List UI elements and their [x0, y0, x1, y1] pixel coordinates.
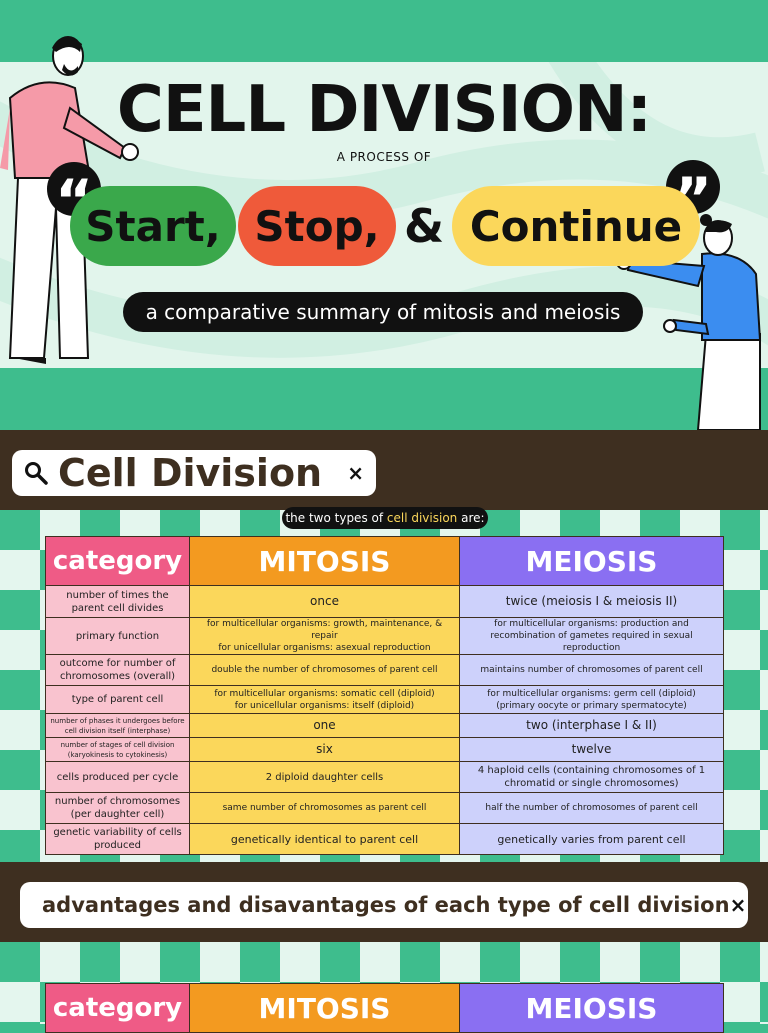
advantages-table: category MITOSIS MEIOSIS — [45, 983, 724, 1033]
cell-mitosis: for multicellular organisms: somatic cel… — [189, 685, 460, 714]
ampersand: & — [403, 199, 445, 253]
cell-category: genetic variability of cells produced — [45, 823, 190, 855]
table-row: cells produced per cycle 2 diploid daugh… — [45, 761, 724, 793]
header-category: category — [45, 536, 190, 586]
table-row: number of times the parent cell divides … — [45, 585, 724, 618]
page-title: CELL DIVISION: — [116, 73, 652, 147]
cell-mitosis: one — [189, 713, 460, 738]
start-pill: Start, — [70, 186, 236, 266]
header-category: category — [45, 983, 190, 1033]
table-row: primary function for multicellular organ… — [45, 617, 724, 655]
cell-meiosis: maintains number of chromosomes of paren… — [459, 654, 724, 686]
cell-meiosis: two (interphase I & II) — [459, 713, 724, 738]
cell-meiosis: genetically varies from parent cell — [459, 823, 724, 855]
cell-category: number of chromosomes (per daughter cell… — [45, 792, 190, 824]
cell-meiosis: twelve — [459, 737, 724, 762]
search-query: Cell Division — [58, 451, 323, 495]
table-row: outcome for number of chromosomes (overa… — [45, 654, 724, 686]
cell-category: primary function — [45, 617, 190, 655]
cell-mitosis: for multicellular organisms: growth, mai… — [189, 617, 460, 655]
table-row: type of parent cell for multicellular or… — [45, 685, 724, 714]
hero-bottom-band — [0, 368, 768, 430]
cell-category: number of times the parent cell divides — [45, 585, 190, 618]
cell-meiosis: half the number of chromosomes of parent… — [459, 792, 724, 824]
cell-category: number of stages of cell division (karyo… — [45, 737, 190, 762]
close-icon[interactable]: × — [347, 461, 364, 485]
table-row: number of stages of cell division (karyo… — [45, 737, 724, 762]
header-meiosis: MEIOSIS — [459, 536, 724, 586]
page-subtitle: A PROCESS OF — [336, 150, 432, 164]
cell-mitosis: once — [189, 585, 460, 618]
header-mitosis: MITOSIS — [189, 983, 460, 1033]
tagline: a comparative summary of mitosis and mei… — [123, 292, 643, 332]
top-band — [0, 0, 768, 62]
search-query: advantages and disavantages of each type… — [42, 893, 730, 917]
cell-mitosis: genetically identical to parent cell — [189, 823, 460, 855]
stop-pill: Stop, — [238, 186, 396, 266]
search-icon — [25, 462, 48, 485]
cell-category: outcome for number of chromosomes (overa… — [45, 654, 190, 686]
cell-meiosis: 4 haploid cells (containing chromosomes … — [459, 761, 724, 793]
continue-pill: Continue — [452, 186, 700, 266]
intro-text-before: the two types of — [285, 511, 387, 525]
cell-mitosis: double the number of chromosomes of pare… — [189, 654, 460, 686]
cell-category: type of parent cell — [45, 685, 190, 714]
woman-illustration — [616, 214, 762, 430]
table-row: genetic variability of cells produced ge… — [45, 823, 724, 855]
man-illustration — [0, 36, 139, 364]
search-bar-cell-division[interactable]: Cell Division × — [12, 450, 376, 496]
table-intro-label: the two types of cell division are: — [282, 507, 488, 529]
cell-category: number of phases it undergoes before cel… — [45, 713, 190, 738]
table-header-row: category MITOSIS MEIOSIS — [45, 983, 724, 1033]
cell-meiosis: for multicellular organisms: germ cell (… — [459, 685, 724, 714]
intro-highlight: cell division — [386, 511, 458, 525]
cell-mitosis: 2 diploid daughter cells — [189, 761, 460, 793]
header-meiosis: MEIOSIS — [459, 983, 724, 1033]
cell-mitosis: same number of chromosomes as parent cel… — [189, 792, 460, 824]
cell-meiosis: twice (meiosis I & meiosis II) — [459, 585, 724, 618]
comparison-table: category MITOSIS MEIOSIS number of times… — [45, 536, 724, 855]
table-row: number of chromosomes (per daughter cell… — [45, 792, 724, 824]
table-row: number of phases it undergoes before cel… — [45, 713, 724, 738]
table-header-row: category MITOSIS MEIOSIS — [45, 536, 724, 586]
cell-meiosis: for multicellular organisms: production … — [459, 617, 724, 655]
header-mitosis: MITOSIS — [189, 536, 460, 586]
search-bar-advantages[interactable]: advantages and disavantages of each type… — [20, 882, 748, 928]
intro-text-after: are: — [457, 511, 485, 525]
close-icon[interactable]: × — [729, 893, 747, 917]
cell-mitosis: six — [189, 737, 460, 762]
cell-category: cells produced per cycle — [45, 761, 190, 793]
